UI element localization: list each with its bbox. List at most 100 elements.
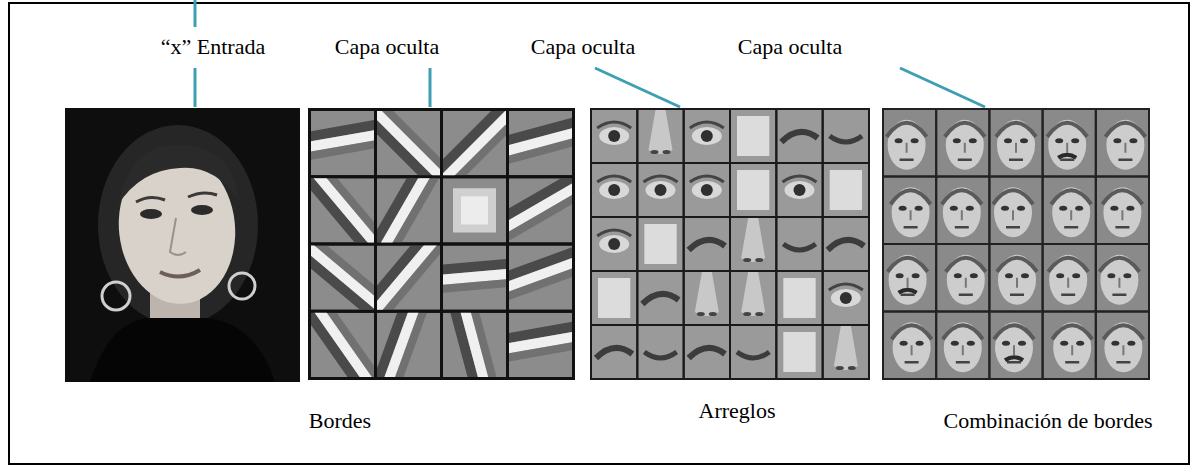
mouth [737, 352, 769, 358]
panel-caption: Arreglos [699, 398, 776, 424]
hairline [1048, 258, 1088, 272]
filter-cell [311, 111, 374, 175]
part-cell [592, 164, 636, 216]
brow [596, 348, 632, 358]
eye [1020, 138, 1028, 143]
face-cell [1097, 178, 1148, 244]
light-blob [737, 170, 769, 210]
filter-cell [443, 246, 506, 310]
leader-line [900, 68, 985, 107]
dark-band [386, 313, 435, 377]
part-cell [592, 218, 636, 270]
nose [1066, 143, 1068, 153]
eye [1111, 341, 1119, 346]
hairline [942, 190, 982, 204]
filter-cell [311, 178, 374, 242]
leader-line [194, 0, 197, 27]
filter-cell [311, 313, 374, 377]
eye [967, 341, 975, 346]
part-cell [824, 110, 868, 162]
mouth [1112, 294, 1126, 297]
layer-label: Capa oculta [335, 34, 439, 60]
nostril [697, 312, 705, 316]
stripes [509, 319, 572, 367]
photo-ground [65, 108, 300, 382]
eye [1002, 341, 1010, 346]
face-cell [884, 245, 935, 311]
nose [910, 210, 912, 220]
edge-filters [274, 89, 601, 407]
nose [961, 210, 963, 220]
cell-ground [777, 110, 821, 162]
dark-band [464, 313, 503, 377]
sweater [90, 318, 275, 382]
eye-white [599, 127, 629, 145]
stripes [377, 111, 440, 175]
mouth [958, 159, 972, 162]
face-oval [1100, 255, 1138, 305]
eye [1110, 206, 1118, 211]
panel-caption: Combinación de bordes [944, 408, 1153, 434]
pupil [608, 238, 620, 250]
eye [140, 209, 162, 219]
grid-ground [590, 108, 870, 380]
mouth [644, 352, 676, 358]
cell-ground [1044, 110, 1095, 176]
eye [1001, 206, 1009, 211]
dark-band [509, 261, 572, 310]
hairline [891, 190, 931, 204]
cell-ground [731, 326, 775, 378]
eye [1059, 206, 1067, 211]
part-cell [592, 326, 636, 378]
nose [906, 143, 908, 153]
face-cell [884, 313, 935, 379]
light-blob [737, 116, 769, 156]
cell-ground [685, 326, 729, 378]
cell-ground [638, 164, 682, 216]
hairline [996, 123, 1036, 137]
eye [1127, 341, 1135, 346]
cell-ground [1044, 313, 1095, 379]
mouth [905, 361, 919, 364]
part-cell [731, 164, 775, 216]
dark-band [509, 131, 572, 170]
eye [1017, 206, 1025, 211]
cell-ground [592, 218, 636, 270]
mouth [160, 270, 200, 277]
light-blob [598, 278, 630, 318]
eye [911, 138, 919, 143]
dark-band [311, 246, 374, 310]
leader-lines [195, 0, 985, 107]
nose [170, 218, 186, 255]
mouth [1009, 159, 1023, 162]
dark-band [443, 276, 506, 294]
part-cell [731, 272, 775, 324]
nostril [755, 312, 763, 316]
dark-band [509, 184, 572, 243]
face-cell [1097, 110, 1148, 176]
dark-band [443, 111, 506, 175]
light-blob [453, 188, 496, 232]
eye [1056, 273, 1064, 278]
brow [188, 193, 217, 197]
part-cell [731, 326, 775, 378]
cell-ground [937, 178, 988, 244]
eye-white [831, 289, 861, 307]
eye [912, 273, 920, 278]
hairline [997, 258, 1037, 272]
hairline [887, 123, 927, 137]
nose [1067, 278, 1069, 288]
cell-ground [731, 272, 775, 324]
pupil [701, 130, 713, 142]
stripes [509, 246, 572, 310]
part-cell [638, 110, 682, 162]
cell-ground [592, 272, 636, 324]
eye-white [692, 181, 722, 199]
part-cell [638, 218, 682, 270]
stripes [377, 246, 440, 310]
eye [1004, 138, 1012, 143]
part-cell [685, 326, 729, 378]
brow [828, 240, 864, 250]
face-oval [995, 322, 1033, 372]
